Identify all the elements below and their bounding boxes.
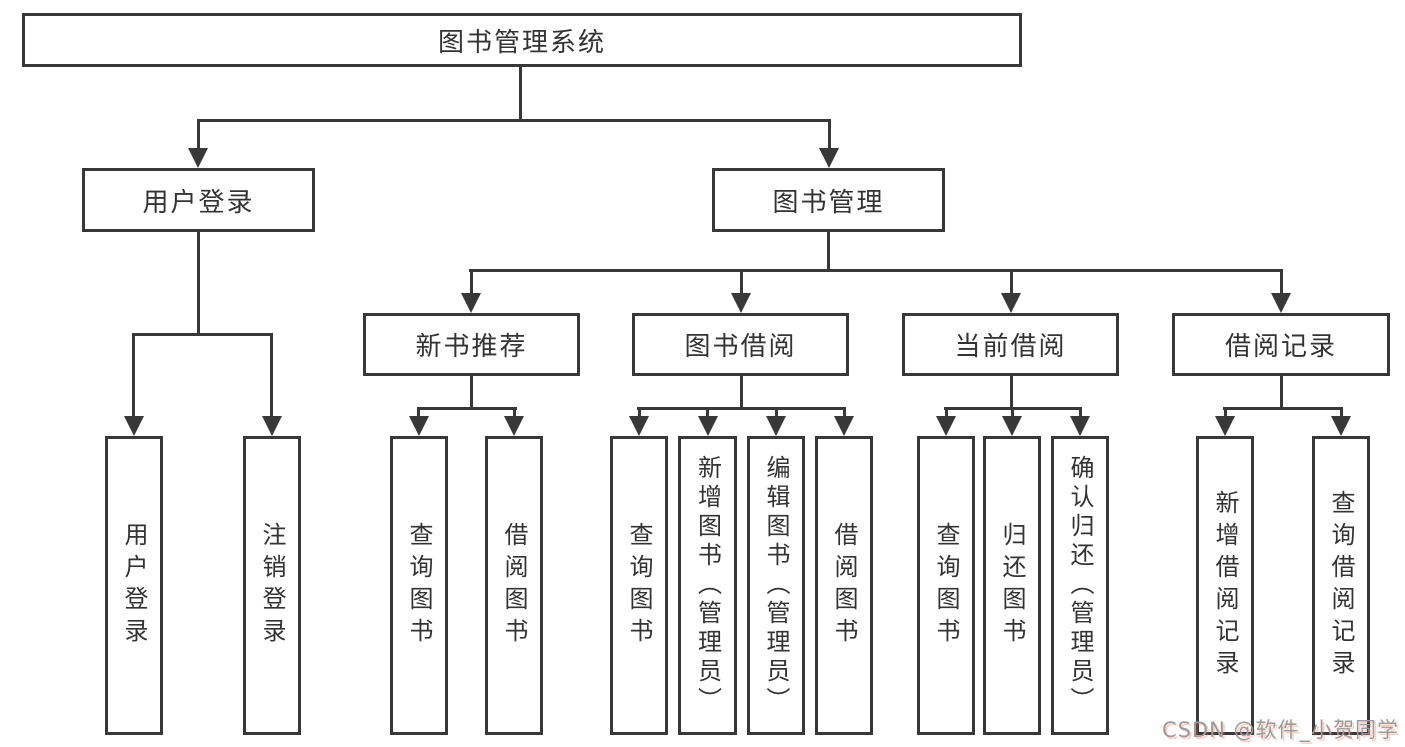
arrow-down-icon — [504, 416, 524, 436]
connector-line — [469, 269, 1283, 272]
arrow-down-icon — [1331, 416, 1351, 436]
node-current-borrowing: 当前借阅 — [902, 313, 1119, 376]
connector-line — [1279, 376, 1283, 410]
node-label: 图书管理系统 — [437, 27, 606, 58]
node-query-books: 查询图书 — [390, 436, 448, 735]
arrow-down-icon — [123, 416, 144, 436]
connector-line — [706, 407, 709, 420]
node-label: 借阅记录 — [1224, 332, 1337, 362]
connector-line — [1223, 407, 1343, 410]
arrow-down-icon — [629, 416, 649, 436]
node-label: 编辑图书（管理员） — [762, 455, 790, 716]
node-book-management: 图书管理 — [712, 168, 945, 232]
connector-line — [842, 407, 846, 420]
node-edit-books-admin: 编辑图书（管理员） — [747, 436, 805, 735]
node-label: 新增借阅记录 — [1211, 489, 1239, 682]
arrow-down-icon — [461, 293, 481, 313]
node-add-borrow-record: 新增借阅记录 — [1196, 436, 1254, 735]
node-borrowing-records: 借阅记录 — [1172, 313, 1390, 376]
node-label: 归还图书 — [998, 521, 1026, 650]
connector-line — [1339, 407, 1343, 420]
arrow-down-icon — [1002, 416, 1022, 436]
arrow-down-icon — [408, 416, 429, 436]
node-add-books-admin: 新增图书（管理员） — [678, 436, 737, 735]
node-return-books: 归还图书 — [983, 436, 1041, 735]
arrow-down-icon — [731, 293, 751, 313]
connector-line — [739, 269, 743, 297]
connector-line — [774, 407, 778, 420]
node-label: 查询图书 — [625, 521, 653, 650]
connector-line — [637, 407, 641, 420]
arrow-down-icon — [834, 416, 854, 436]
node-label: 借阅图书 — [830, 521, 858, 650]
connector-line — [1223, 407, 1227, 420]
connector-line — [1009, 269, 1013, 297]
csdn-watermark: CSDN @软件_小贺同学 — [1161, 718, 1399, 742]
node-label: 查询图书 — [405, 521, 433, 650]
connector-line — [132, 333, 273, 336]
connector-line — [197, 119, 831, 122]
arrow-down-icon — [819, 148, 839, 168]
node-borrow-books: 借阅图书 — [485, 436, 543, 735]
node-label: 用户登录 — [120, 521, 148, 650]
arrow-down-icon — [766, 416, 786, 436]
node-label: 新书推荐 — [415, 332, 528, 362]
connector-line — [469, 376, 473, 410]
arrow-down-icon — [261, 416, 282, 436]
node-book-borrowing: 图书借阅 — [632, 313, 849, 376]
node-label: 用户登录 — [142, 187, 255, 218]
node-label: 借阅图书 — [500, 521, 528, 650]
node-library-management-system: 图书管理系统 — [22, 13, 1022, 67]
node-label: 当前借阅 — [954, 332, 1067, 362]
connector-line — [944, 407, 948, 420]
connector-line — [417, 407, 420, 420]
node-query-books: 查询图书 — [917, 436, 975, 735]
connector-line — [1009, 376, 1013, 410]
connector-line — [417, 407, 517, 410]
arrow-down-icon — [1070, 416, 1090, 436]
arrow-down-icon — [1001, 293, 1021, 313]
node-borrow-books: 借阅图书 — [815, 436, 873, 735]
node-user-login: 用户登录 — [82, 168, 315, 232]
connector-line — [1010, 407, 1014, 420]
connector-line — [512, 407, 516, 420]
node-new-book-recommendation: 新书推荐 — [363, 313, 580, 376]
node-query-books: 查询图书 — [610, 436, 668, 735]
arrow-down-icon — [936, 416, 956, 436]
arrow-down-icon — [1271, 293, 1291, 313]
connector-line — [637, 407, 846, 410]
node-label: 确认归还（管理员） — [1066, 455, 1094, 716]
connector-line — [469, 269, 473, 297]
connector-line — [828, 119, 831, 150]
node-label: 图书管理 — [772, 187, 885, 218]
connector-line — [132, 333, 135, 420]
connector-line — [197, 119, 200, 150]
connector-line — [1279, 269, 1283, 297]
node-label: 查询借阅记录 — [1327, 489, 1355, 682]
connector-line — [739, 376, 743, 410]
node-query-borrow-record: 查询借阅记录 — [1312, 436, 1370, 735]
connector-line — [270, 333, 273, 420]
node-label: 查询图书 — [932, 521, 960, 650]
node-user-login-leaf: 用户登录 — [105, 436, 163, 735]
connector-line — [519, 67, 522, 120]
connector-line — [1078, 407, 1082, 420]
arrow-down-icon — [188, 148, 208, 168]
node-label: 注销登录 — [258, 521, 286, 650]
arrow-down-icon — [697, 416, 718, 436]
node-label: 图书借阅 — [684, 332, 797, 362]
connector-line — [197, 232, 200, 336]
node-label: 新增图书（管理员） — [693, 455, 722, 716]
connector-line — [827, 232, 830, 272]
node-confirm-return-admin: 确认归还（管理员） — [1051, 436, 1109, 735]
arrow-down-icon — [1215, 416, 1235, 436]
node-logout-login: 注销登录 — [243, 436, 301, 735]
